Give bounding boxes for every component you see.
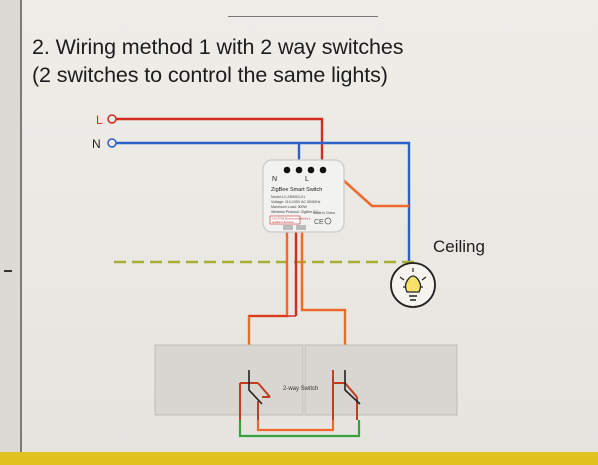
- heading-line-2: (2 switches to control the same lights): [32, 63, 388, 87]
- live-terminal-label: L: [96, 113, 103, 127]
- module-terminal-l-label: L: [305, 176, 309, 183]
- module-terminal-n-label: N: [272, 176, 277, 183]
- module-terminal-dot-1: [283, 166, 291, 174]
- traveller-wire-orange: [256, 420, 335, 432]
- module-ce-mark: CE: [314, 219, 324, 226]
- margin-mark: [4, 270, 12, 272]
- two-way-switch-2-icon: [332, 370, 361, 420]
- ceiling-label: Ceiling: [433, 237, 485, 256]
- live-terminal-ring: [107, 114, 117, 124]
- module-name: ZigBee Smart Switch: [271, 187, 322, 193]
- mains-live-wire: [116, 117, 324, 160]
- module-terminal-dot-3: [307, 166, 315, 174]
- traveller-wire-green: [238, 420, 361, 438]
- module-caution-line: CAUTION! Must be installed by a: [272, 217, 311, 221]
- lamp-feed-wire: [331, 169, 409, 208]
- heading-line-1: 2. Wiring method 1 with 2 way switches: [32, 35, 404, 59]
- module-cert-icon: [324, 217, 332, 225]
- module-origin-label: Made in China: [313, 211, 335, 215]
- module-caution-box: [269, 215, 301, 225]
- module-caution-line: qualified electrician: [272, 220, 295, 224]
- page-binding-edge: [0, 0, 22, 465]
- module-spec-line: Maximum Load: 300W: [271, 205, 308, 209]
- section-heading: 2. Wiring method 1 with 2 way switches (…: [32, 33, 404, 89]
- module-terminal-dot-2: [295, 166, 303, 174]
- ceiling-lamp-icon: [390, 262, 436, 308]
- top-rule: [228, 16, 378, 17]
- module-terminal-block-right: [296, 225, 306, 230]
- module-terminal-dot-4: [319, 166, 327, 174]
- switch-plate-1: [154, 344, 304, 416]
- module-spec-line: Wireless Protocol: ZigBee 3.0: [271, 210, 318, 214]
- two-way-switch-1-icon: [239, 370, 271, 420]
- mains-neutral-wire: [116, 141, 411, 264]
- module-spec-line: Voltage: 110-240V AC 50/60Hz: [271, 200, 321, 204]
- zigbee-switch-module: N L ZigBee Smart Switch Model:LX-ZB9001-…: [262, 159, 345, 233]
- neutral-terminal-ring: [107, 138, 117, 148]
- switch-caption: 2-way Switch: [283, 386, 318, 392]
- accent-band: [0, 452, 598, 465]
- switch-plate-2: [304, 344, 458, 416]
- neutral-terminal-label: N: [92, 137, 101, 151]
- module-terminal-block-left: [283, 225, 293, 230]
- module-spec-line: Model:LX-ZB9001-01: [271, 195, 305, 199]
- module-to-switch-2-wire: [300, 232, 347, 370]
